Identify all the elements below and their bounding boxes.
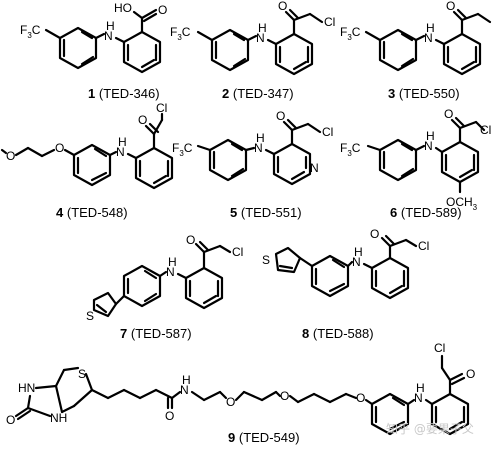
cf3-label: F3C bbox=[340, 141, 361, 158]
cl-label: Cl bbox=[434, 341, 445, 355]
aryl-ether-o-label: O bbox=[356, 391, 365, 405]
ketone-o-label: O bbox=[446, 0, 455, 13]
ring-thiophene bbox=[274, 246, 302, 274]
ketone-o-label: O bbox=[444, 107, 453, 121]
caption-3: 3 (TED-550) bbox=[388, 86, 460, 101]
ketone-o-label: O bbox=[370, 227, 379, 241]
urea-o-label: O bbox=[6, 413, 15, 427]
nh-label: H bbox=[354, 245, 363, 259]
aryl-ether-o-label: O bbox=[55, 141, 64, 155]
pyridine-n-label: N bbox=[310, 161, 319, 175]
cf3-label: F3C bbox=[20, 23, 41, 40]
n-label: N bbox=[116, 145, 125, 159]
structure-3: F3C H N O bbox=[340, 0, 492, 76]
methoxy-o-label: O bbox=[6, 149, 15, 163]
nh-label: H bbox=[258, 21, 267, 35]
cl-label: Cl bbox=[480, 123, 491, 137]
ketone-o-label: O bbox=[466, 367, 475, 381]
caption-2: 2 (TED-347) bbox=[222, 86, 294, 101]
caption-8: 8 (TED-588) bbox=[302, 326, 374, 341]
thiophene-s-label: S bbox=[262, 253, 270, 267]
ring-cf3-phenyl bbox=[378, 138, 418, 182]
peg-o2-label: O bbox=[280, 389, 289, 403]
ring-ether-phenyl bbox=[72, 143, 112, 187]
cf3-label: F3C bbox=[172, 141, 193, 158]
caption-9: 9 (TED-549) bbox=[228, 430, 300, 445]
cl-label: Cl bbox=[322, 125, 333, 139]
caption-7: 7 (TED-587) bbox=[120, 326, 192, 341]
carbonyl-o-label: O bbox=[158, 3, 167, 17]
structure-6: F3C H N OCH3 O Cl bbox=[340, 107, 491, 212]
och3-label: OCH3 bbox=[446, 195, 478, 212]
nh-label: H bbox=[256, 131, 265, 145]
ring-para-phenyl bbox=[122, 264, 162, 308]
nh-label: H bbox=[106, 19, 115, 33]
ring-cf3-phenyl bbox=[208, 138, 248, 182]
thiophene-s-label: S bbox=[86, 309, 94, 323]
caption-4: 4 (TED-548) bbox=[56, 205, 128, 220]
nh-label: H bbox=[168, 255, 177, 269]
ring-meta-phenyl bbox=[310, 254, 350, 298]
ring-cf3-phenyl bbox=[210, 28, 250, 72]
aniline-n-label: N bbox=[414, 391, 423, 405]
cf3-label: F3C bbox=[170, 25, 191, 42]
cl-label: Cl bbox=[156, 101, 167, 115]
structure-4: O O H N O Cl bbox=[0, 101, 174, 190]
structure-9: HN NH O S O H N O O bbox=[6, 341, 475, 436]
watermark: 知乎 @要果子父 bbox=[386, 422, 474, 436]
caption-1: 1 (TED-346) bbox=[88, 86, 160, 101]
ketone-o-label: O bbox=[138, 113, 147, 127]
nh-label: H bbox=[118, 135, 127, 149]
structure-1: F3C H N O HO bbox=[20, 1, 167, 74]
n-label: N bbox=[254, 141, 263, 155]
cf3-label: F3C bbox=[340, 25, 361, 42]
cl-label: Cl bbox=[232, 245, 243, 259]
amide-n-label: N bbox=[180, 383, 189, 397]
biotin-nh-label: NH bbox=[50, 411, 67, 425]
ring-ether-phenyl bbox=[370, 392, 410, 436]
caption-6: 6 (TED-589) bbox=[390, 205, 462, 220]
n-label: N bbox=[256, 31, 265, 45]
n-label: N bbox=[424, 31, 433, 45]
peg-o1-label: O bbox=[226, 395, 235, 409]
structure-2: F3C H N O Cl bbox=[170, 0, 335, 76]
ketone-o-label: O bbox=[278, 0, 287, 13]
n-label: N bbox=[424, 139, 433, 153]
amide-nh-label: H bbox=[182, 373, 191, 387]
biotin-hn-label: HN bbox=[18, 381, 35, 395]
structure-8: S H N O Cl bbox=[262, 227, 429, 300]
cl-label: Cl bbox=[324, 15, 335, 29]
ring-cf3-phenyl bbox=[58, 26, 98, 70]
n-label: N bbox=[352, 255, 361, 269]
nh-label: H bbox=[426, 129, 435, 143]
biotin-s-label: S bbox=[78, 367, 86, 381]
cl-label: Cl bbox=[418, 239, 429, 253]
nh-label: H bbox=[426, 21, 435, 35]
amide-o-label: O bbox=[165, 409, 174, 423]
aniline-nh-label: H bbox=[416, 381, 425, 395]
structure-5: F3C H N N O Cl bbox=[172, 109, 333, 186]
structure-7: S H N O Cl bbox=[86, 233, 243, 323]
ketone-o-label: O bbox=[186, 233, 195, 247]
n-label: N bbox=[166, 265, 175, 279]
ketone-o-label: O bbox=[276, 109, 285, 123]
caption-5: 5 (TED-551) bbox=[230, 205, 302, 220]
ring-thiophene bbox=[92, 291, 118, 318]
ring-cf3-phenyl bbox=[378, 28, 418, 72]
hydroxyl-label: HO bbox=[114, 1, 132, 15]
n-label: N bbox=[104, 29, 113, 43]
